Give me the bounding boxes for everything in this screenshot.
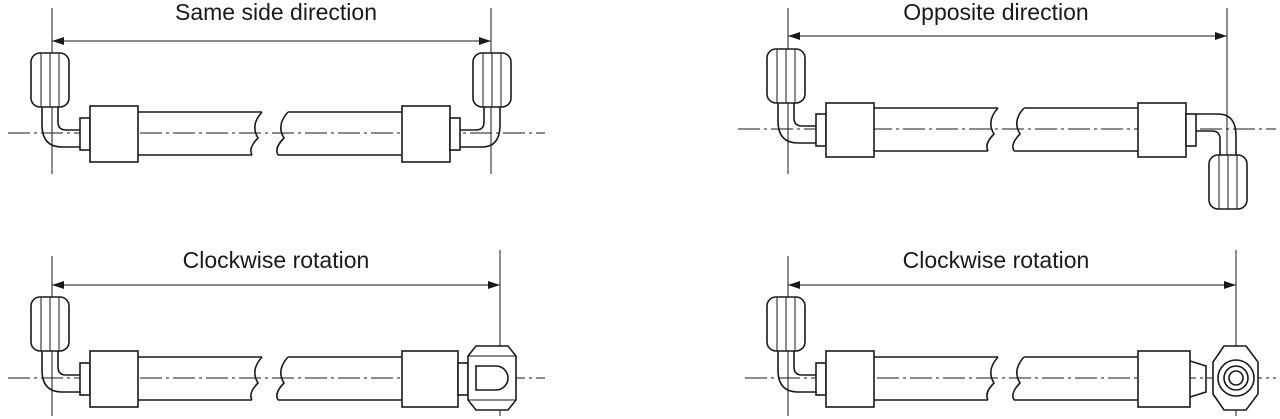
panel-bottom-right: Clockwise rotation <box>745 247 1276 416</box>
panel-title: Opposite direction <box>903 0 1088 25</box>
panel-top-right: Opposite direction <box>738 0 1276 210</box>
panel-bottom-left: Clockwise rotation <box>8 247 545 416</box>
panel-title: Clockwise rotation <box>903 247 1090 273</box>
panel-top-left: Same side direction <box>8 0 545 174</box>
panel-title: Clockwise rotation <box>183 247 370 273</box>
panel-title: Same side direction <box>175 0 377 25</box>
